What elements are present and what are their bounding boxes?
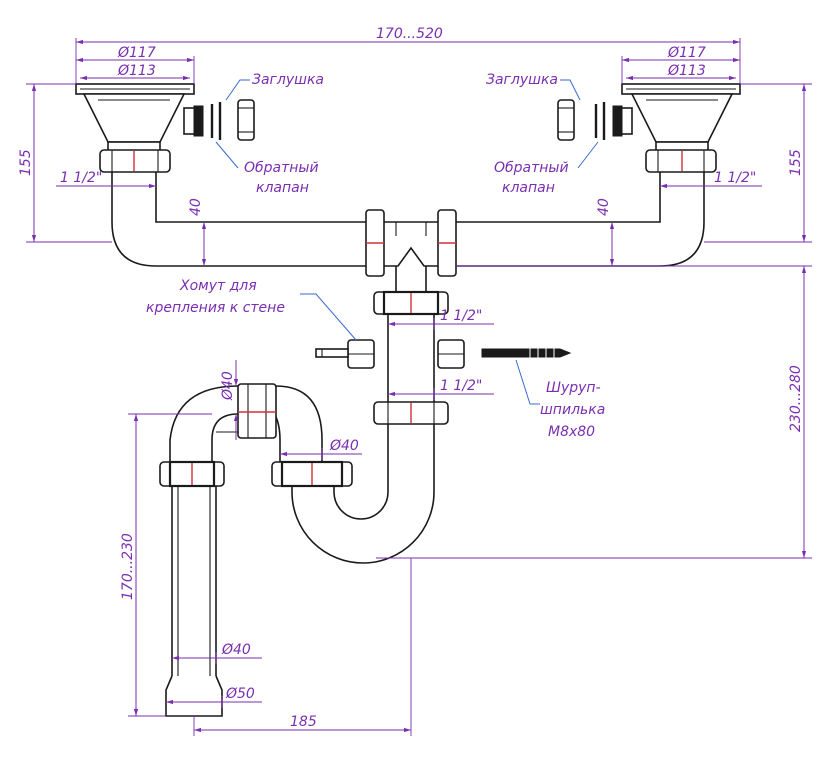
dim-230-280-label: 230...280: [788, 365, 804, 432]
dim-right-pipe-40: 40: [596, 198, 615, 266]
dim-left-thread-label: 1 1/2": [60, 170, 102, 186]
dim-right-diameters: Ø117 Ø113: [621, 45, 740, 84]
right-plug: [557, 99, 575, 141]
trap-inlet-nut: [271, 460, 353, 488]
wall-clamp: [315, 339, 465, 369]
label-screw-2: шпилька: [540, 402, 605, 418]
dim-left-40-label: 40: [188, 198, 204, 216]
label-screw-1: Шуруп-: [546, 380, 601, 396]
label-screw-3: М8х80: [548, 424, 595, 440]
dim-left-113: Ø113: [117, 63, 156, 79]
label-check-valve-left-1: Обратный: [244, 160, 319, 176]
right-sink-strainer: [621, 83, 741, 153]
callout-check-valve-right: Обратный клапан: [494, 141, 599, 196]
label-plug-right: Заглушка: [486, 72, 558, 88]
outlet-top-nut: [159, 460, 225, 488]
dim-height-170-230: 170...230: [120, 413, 212, 717]
callout-plug-right: Заглушка: [486, 72, 581, 101]
dim-right-thread-label: 1 1/2": [714, 170, 756, 186]
dim-185-label: 185: [290, 714, 317, 730]
left-plug: [237, 99, 255, 141]
central-tee: [365, 209, 457, 292]
dim-right-thread: 1 1/2": [660, 170, 762, 189]
dim-left-155-label: 155: [18, 149, 34, 176]
callout-screw: Шуруп- шпилька М8х80: [515, 359, 605, 440]
dim-outlet-40: Ø40: [172, 642, 262, 664]
dim-center-lower-thread: 1 1/2": [388, 378, 494, 400]
right-overflow-nipple: [612, 105, 633, 137]
trap-u-bend: [291, 424, 435, 564]
right-nut: [645, 149, 717, 173]
dim-outlet-50-label: Ø50: [225, 686, 255, 702]
center-vertical-pipe: [387, 314, 435, 404]
dim-trap-40: Ø40: [280, 438, 362, 460]
right-check-valve: [594, 102, 606, 140]
screw-m8x80: [481, 348, 572, 358]
callout-plug-left: Заглушка: [225, 72, 324, 101]
callout-check-valve-left: Обратный клапан: [215, 141, 319, 196]
left-nut: [99, 149, 171, 173]
label-check-valve-right-1: Обратный: [494, 160, 569, 176]
dim-elbow-40-label: Ø40: [220, 371, 236, 401]
dim-left-thread: 1 1/2": [56, 170, 156, 189]
dim-right-155: 155: [704, 83, 812, 243]
dim-left-117: Ø117: [117, 45, 156, 61]
dim-right-155-label: 155: [788, 149, 804, 176]
dim-right-113: Ø113: [667, 63, 706, 79]
dim-outlet-40-label: Ø40: [221, 642, 251, 658]
dim-left-diameters: Ø117 Ø113: [76, 45, 195, 84]
center-lower-nut: [373, 401, 449, 425]
dim-outlet-50: Ø50: [166, 686, 262, 708]
label-check-valve-right-2: клапан: [502, 180, 555, 196]
callout-wall-clamp: Хомут для крепления к стене: [146, 278, 357, 341]
dim-right-40-label: 40: [596, 198, 612, 216]
dim-center-upper-thread: 1 1/2": [388, 308, 494, 330]
outlet-pipe: [171, 486, 217, 676]
dim-center-upper-thread-label: 1 1/2": [440, 308, 482, 324]
label-plug-left: Заглушка: [252, 72, 324, 88]
dim-trap-40-label: Ø40: [329, 438, 359, 454]
label-check-valve-left-2: клапан: [256, 180, 309, 196]
dim-top-span-label: 170...520: [376, 26, 443, 42]
dim-left-155: 155: [18, 83, 112, 243]
outlet-end-50: [165, 675, 223, 717]
label-wall-clamp-1: Хомут для: [179, 278, 257, 294]
dim-offset-185: 185: [193, 558, 412, 736]
dim-right-117: Ø117: [667, 45, 706, 61]
dim-height-230-280: 230...280: [376, 265, 812, 559]
dim-170-230-label: 170...230: [120, 533, 136, 600]
label-wall-clamp-2: крепления к стене: [146, 300, 285, 316]
dim-left-pipe-40: 40: [188, 198, 207, 266]
dim-center-lower-thread-label: 1 1/2": [440, 378, 482, 394]
upper-elbow: [169, 383, 323, 464]
dim-top-span: 170...520: [75, 26, 741, 84]
dim-elbow-40: Ø40: [220, 360, 239, 440]
left-sink-strainer: [75, 83, 195, 153]
left-overflow-nipple: [183, 105, 204, 137]
center-upper-nut: [373, 290, 449, 316]
left-check-valve: [210, 102, 222, 140]
